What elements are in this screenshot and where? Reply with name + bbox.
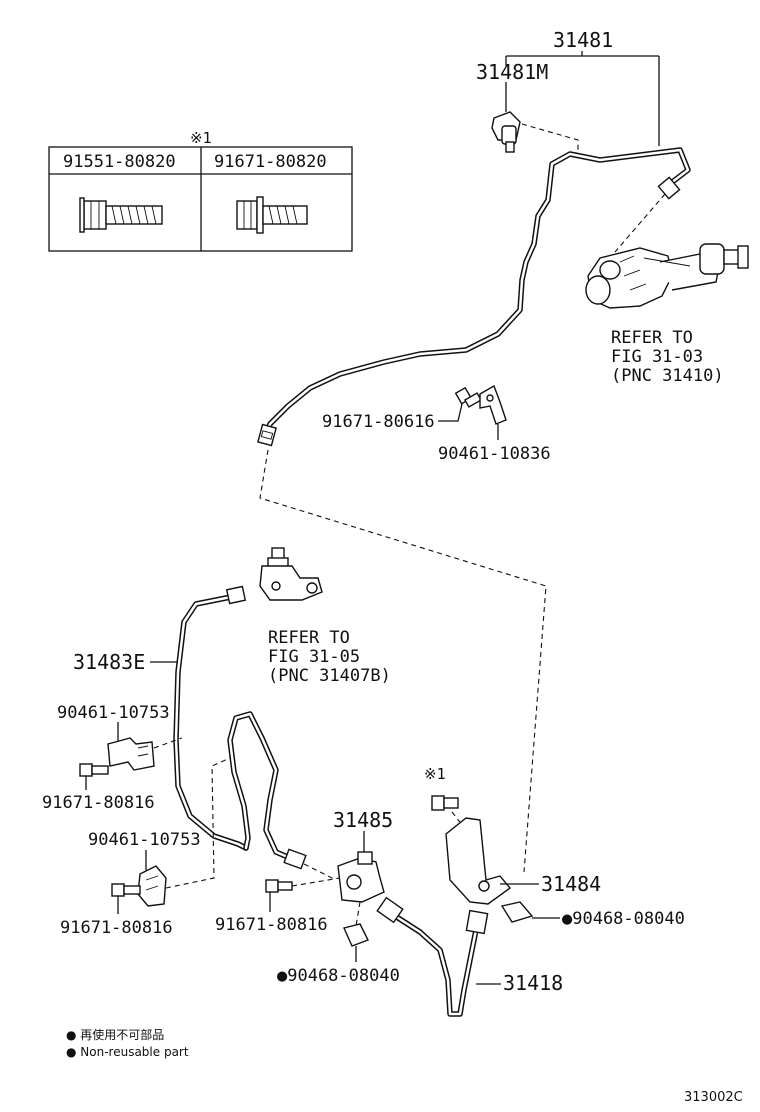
ref2-line3: (PNC 31407B) bbox=[268, 666, 391, 686]
label-90461-10753-a: 90461-10753 bbox=[57, 703, 170, 723]
ref1-line3: (PNC 31410) bbox=[611, 366, 724, 386]
label-90468-08040-a: ●90468-08040 bbox=[277, 966, 400, 986]
flange-bolt-icon bbox=[79, 197, 163, 233]
clamp-90461-10753-a bbox=[107, 737, 155, 771]
clip-90468-08040-b bbox=[500, 901, 534, 923]
label-91671-80816-c: 91671-80816 bbox=[215, 915, 328, 935]
mark-1: ※1 bbox=[424, 765, 446, 783]
bolt-91671-80616 bbox=[454, 386, 483, 408]
clutch-master-cylinder bbox=[585, 193, 749, 309]
label-90468-08040-b: ●90468-08040 bbox=[562, 909, 685, 929]
label-31481: 31481 bbox=[553, 28, 613, 52]
washer-bolt-icon bbox=[236, 196, 308, 234]
legend-line-jp: ● 再使用不可部品 bbox=[66, 1027, 164, 1042]
label-31483e: 31483E bbox=[73, 650, 145, 674]
bracket-31485 bbox=[337, 851, 385, 903]
clamp-90461-10753-b bbox=[137, 865, 167, 907]
label-31484: 31484 bbox=[541, 872, 601, 896]
union-fitting bbox=[259, 547, 323, 601]
table-col1-part-number: 91551-80820 bbox=[63, 152, 176, 172]
label-91671-80816-a: 91671-80816 bbox=[42, 793, 155, 813]
upper-assembly: 31481 31481M bbox=[257, 28, 749, 873]
label-90461-10836: 90461-10836 bbox=[438, 444, 551, 464]
legend-line-en: ● Non-reusable part bbox=[66, 1045, 189, 1059]
bolt-91671-80816-a bbox=[79, 763, 109, 777]
label-31418: 31418 bbox=[503, 971, 563, 995]
label-91671-80616: 91671-80616 bbox=[322, 412, 435, 432]
legend: ● 再使用不可部品 ● Non-reusable part bbox=[66, 1027, 189, 1059]
clamp-90461-10836 bbox=[479, 384, 507, 425]
ref2-line2: FIG 31-05 bbox=[268, 647, 360, 667]
ref1-line1: REFER TO bbox=[611, 328, 693, 348]
table-mark: ※1 bbox=[190, 129, 212, 147]
clip-90468-08040-a bbox=[343, 923, 369, 947]
bolt-variant-table: ※1 91551-80820 91671-80820 bbox=[48, 129, 353, 252]
lower-assembly: REFER TO FIG 31-05 (PNC 31407B) 31483E 9… bbox=[42, 547, 685, 1017]
label-91671-80816-b: 91671-80816 bbox=[60, 918, 173, 938]
figure-code: 313002C bbox=[684, 1090, 743, 1105]
bracket-31484 bbox=[445, 817, 512, 905]
bolt-mark1 bbox=[431, 795, 459, 811]
table-col2-part-number: 91671-80820 bbox=[214, 152, 327, 172]
bolt-91671-80816-b bbox=[111, 883, 141, 897]
label-31481m: 31481M bbox=[476, 60, 548, 84]
ref1-line2: FIG 31-03 bbox=[611, 347, 703, 367]
label-31485: 31485 bbox=[333, 808, 393, 832]
ref2-line1: REFER TO bbox=[268, 628, 350, 648]
grommet-31481m bbox=[491, 111, 521, 153]
label-90461-10753-b: 90461-10753 bbox=[88, 830, 201, 850]
bolt-91671-80816-c bbox=[265, 879, 293, 893]
